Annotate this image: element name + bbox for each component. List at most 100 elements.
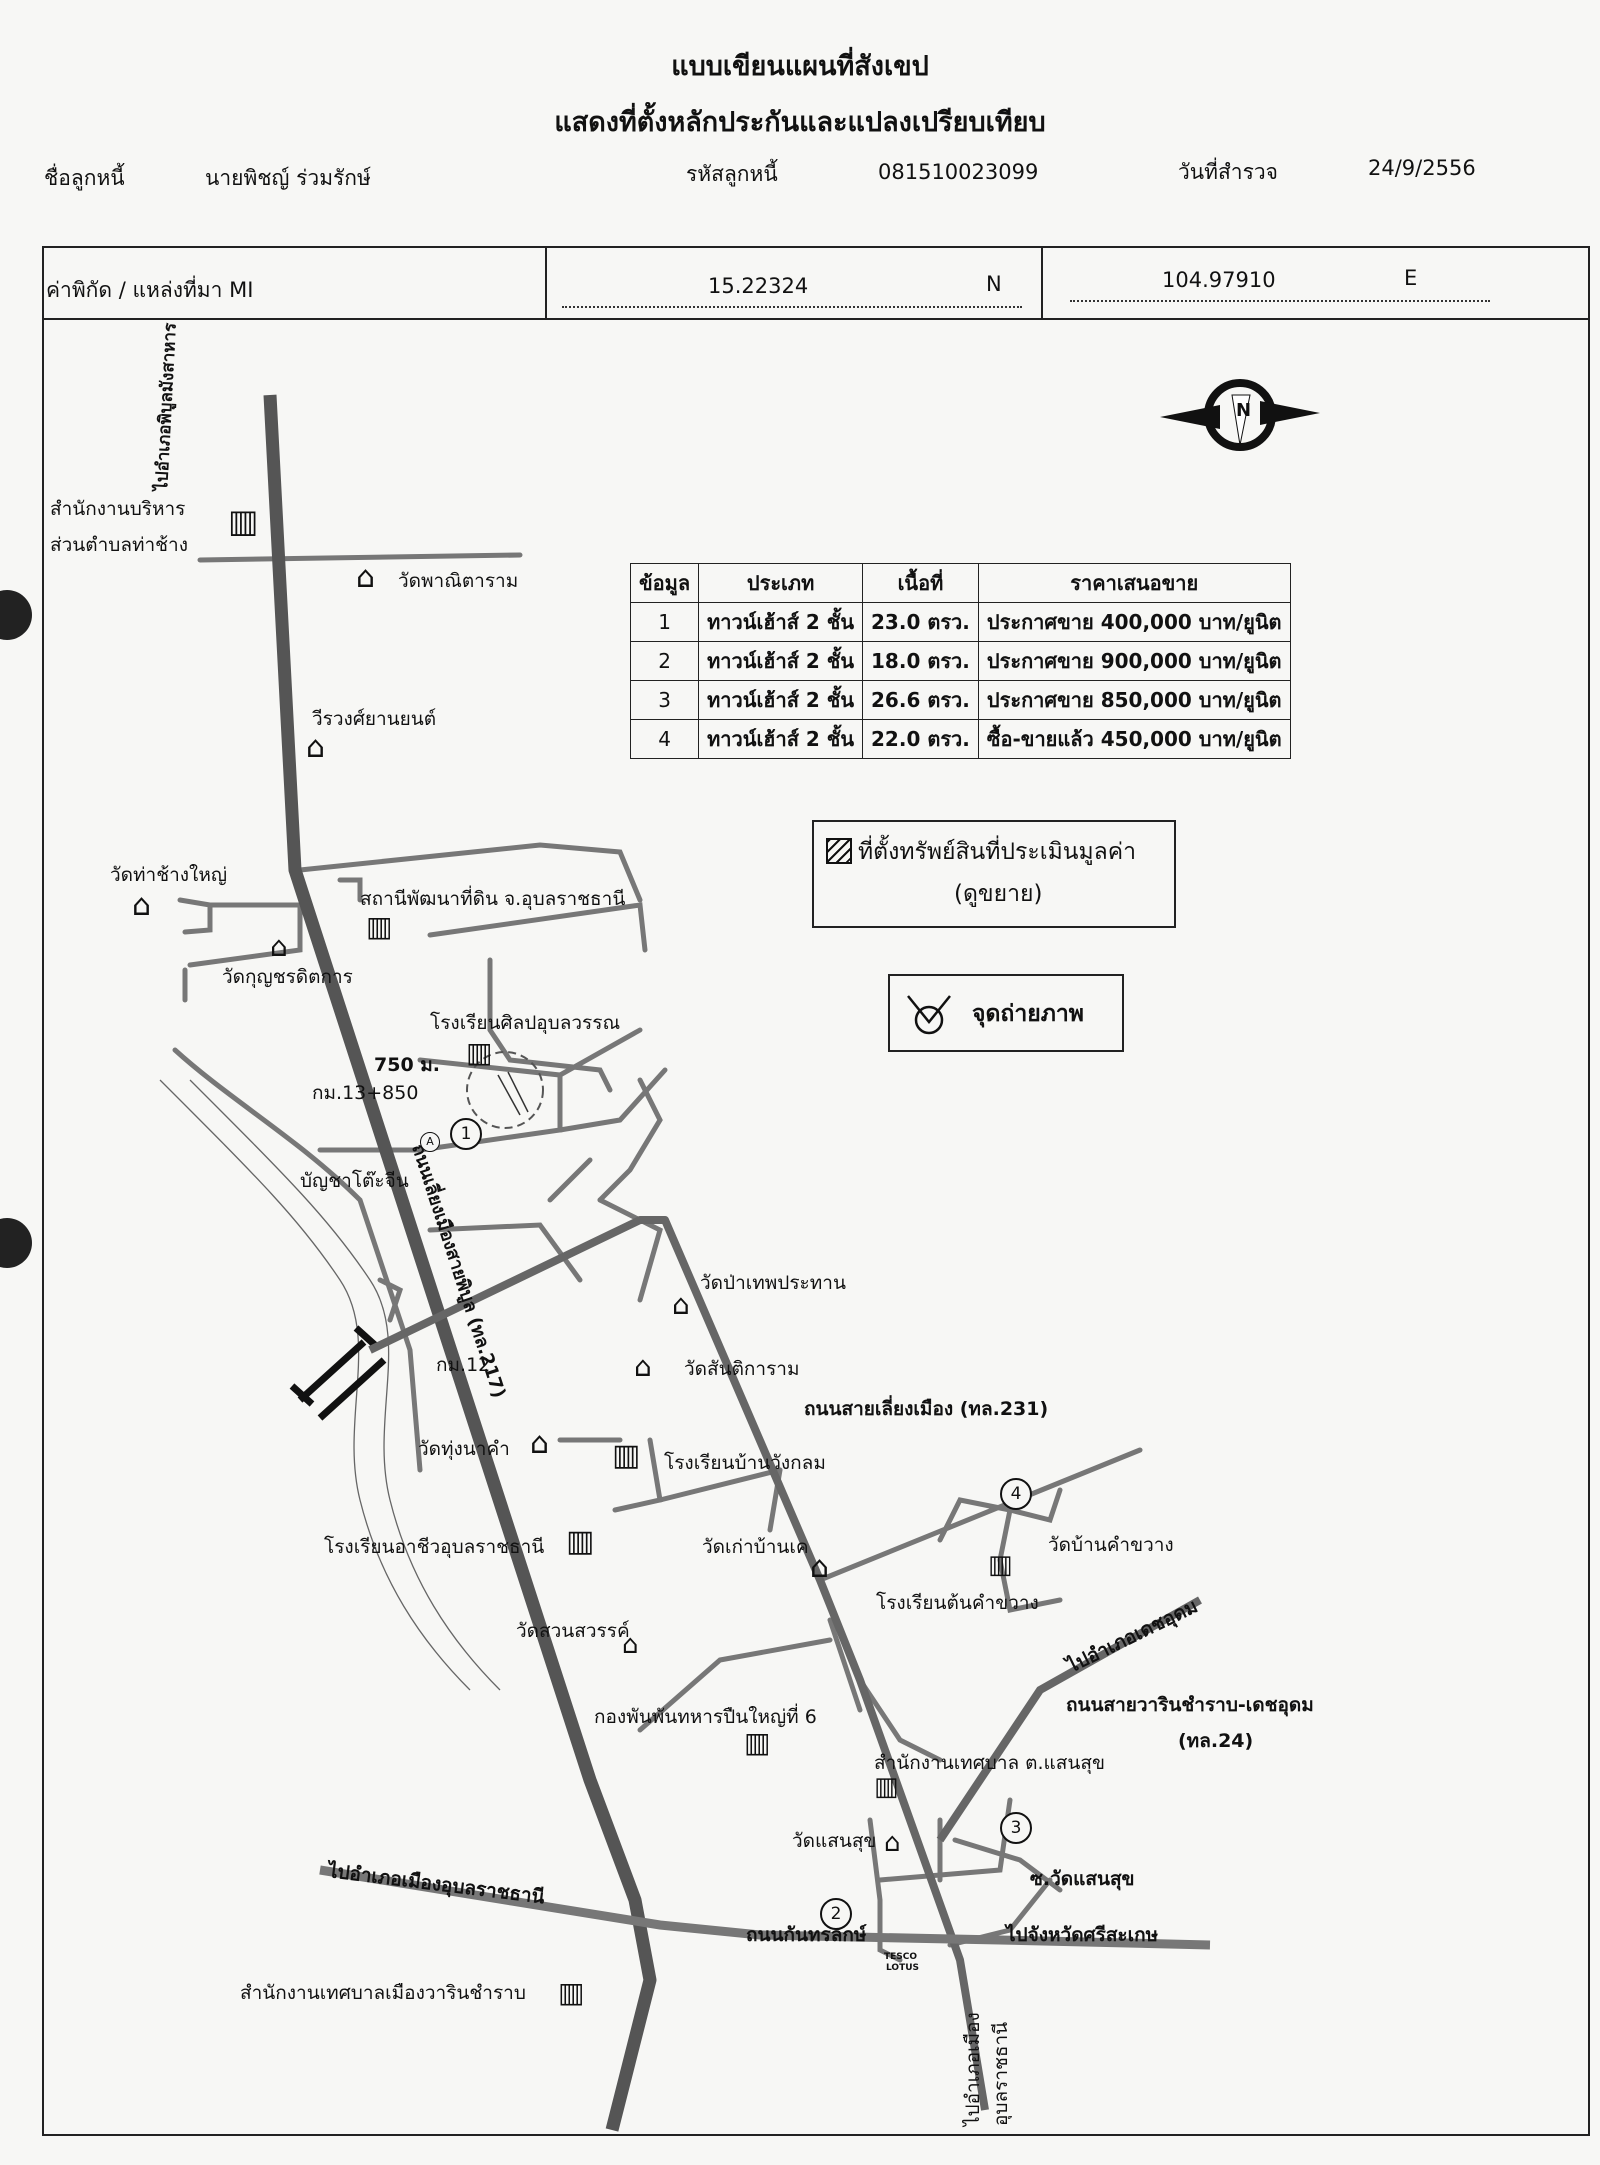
property-parcel — [497, 1071, 529, 1116]
label-banchaa: บัญชาโต๊ะจีน — [300, 1170, 409, 1192]
legend-property-label: ที่ตั้งทรัพย์สินที่ประเมินมูลค่า — [858, 839, 1137, 865]
road-24 — [936, 1596, 1202, 1843]
debtor-code-label: รหัสลูกหนี้ — [686, 162, 778, 186]
school-icon: ▥ — [988, 1550, 1013, 1580]
label-wat-kao-ban-khae: วัดเก่าบ้านเค — [702, 1536, 809, 1558]
school-icon: ▥ — [566, 1524, 595, 1559]
label-school-vocational: โรงเรียนอาชีวอุบลราชธานี — [324, 1536, 545, 1558]
label-dist-750: 750 ม. — [374, 1054, 441, 1076]
col-header-data: ข้อมูล — [629, 563, 700, 603]
label-wat-saensuk: วัดแสนสุข — [792, 1830, 877, 1852]
label-weerawong: วีรวงศ์ยานยนต์ — [312, 708, 437, 730]
label-km-13: กม.13+850 — [312, 1082, 419, 1104]
label-wat-tha-chang-yai: วัดท่าช้างใหญ่ — [110, 864, 228, 886]
map-frame — [42, 246, 1590, 2136]
label-school-ban-wang: โรงเรียนบ้านวังกลม — [664, 1452, 826, 1474]
temple-icon: ⌂ — [810, 1550, 830, 1585]
label-land-dev-station: สถานีพัฒนาที่ดิน จ.อุบลราชธานี — [360, 888, 626, 910]
label-road-24: (ทล.24) — [1178, 1730, 1254, 1752]
marker-3: 3 — [1000, 1812, 1032, 1844]
label-soi-wat-saensuk: ซ.วัดแสนสุข — [1030, 1868, 1135, 1890]
legend-photo-label: จุดถ่ายภาพ — [972, 1001, 1084, 1027]
label-wat-suan-sawan: วัดสวนสวรรค์ — [516, 1620, 630, 1642]
table-row: 3 ทาวน์เฮ้าส์ 2 ชั้น 26.6 ตรว. ประกาศขาย… — [629, 680, 1291, 720]
label-wat-kunchorn: วัดกุญชรดิตการ — [222, 966, 353, 988]
label-wat-thung-na-kham: วัดทุ่งนาคำ — [418, 1438, 510, 1460]
temple-icon: ⌂ — [884, 1828, 901, 1858]
compass-rose-icon — [1160, 379, 1320, 451]
school-icon: ▥ — [612, 1438, 641, 1473]
label-wat-phanitaram: วัดพาณิตาราม — [398, 570, 519, 592]
compass-north-label: N — [1236, 400, 1252, 421]
longitude-direction: E — [1404, 266, 1418, 290]
survey-date-label: วันที่สำรวจ — [1178, 160, 1278, 184]
latitude-direction: N — [986, 272, 1002, 296]
minor-roads — [172, 552, 1143, 1963]
col-header-price: ราคาเสนอขาย — [977, 563, 1291, 603]
temple-icon: ⌂ — [672, 1288, 690, 1321]
label-km-12: กม.12 — [436, 1354, 491, 1376]
label-wat-santi: วัดสันติการาม — [684, 1358, 800, 1380]
label-road-south-1: ไปอำเภอเมือง — [962, 2012, 984, 2126]
label-wat-pa-thep: วัดป่าเทพประทาน — [700, 1272, 846, 1294]
label-lotus: LOTUS — [886, 1963, 919, 1973]
marker-4: 4 — [1000, 1478, 1032, 1510]
label-school-sinlapa: โรงเรียนศิลปอุบลวรรณ — [430, 1012, 621, 1034]
label-army-battalion: กองพันพันทหารปืนใหญ่ที่ 6 — [594, 1706, 817, 1728]
page-subtitle: แสดงที่ตั้งหลักประกันและแปลงเปรียบเทียบ — [554, 107, 1046, 138]
marker-a: A — [420, 1132, 440, 1152]
coordinate-label: ค่าพิกัด / แหล่งที่มา MI — [46, 278, 254, 302]
survey-date: 24/9/2556 — [1368, 156, 1476, 180]
debtor-code: 081510023099 — [878, 160, 1039, 184]
highway-231 — [368, 1216, 989, 2111]
table-row: 4 ทาวน์เฮ้าส์ 2 ชั้น 22.0 ตรว. ซื้อ-ขายแ… — [629, 719, 1291, 759]
road-kanthalak — [319, 1865, 1211, 1950]
building-icon: ▥ — [558, 1976, 585, 2009]
label-road-south-2: อุบลราชธานี — [990, 2021, 1012, 2126]
river-lines — [159, 1079, 501, 1691]
legend-property-box: ที่ตั้งทรัพย์สินที่ประเมินมูลค่า (ดูขยาย… — [812, 820, 1176, 928]
hatched-parcel-icon — [826, 838, 852, 864]
coordinate-row: ค่าพิกัด / แหล่งที่มา MI 15.22324 N 104.… — [42, 246, 1590, 320]
legend-photo-box: จุดถ่ายภาพ — [888, 974, 1124, 1052]
building-icon: ▥ — [874, 1772, 899, 1802]
label-admin-office-1: สำนักงานบริหาร — [50, 498, 186, 520]
temple-icon: ⌂ — [622, 1630, 639, 1660]
label-warin-municipal: สำนักงานเทศบาลเมืองวารินชำราบ — [240, 1982, 526, 2004]
building-icon: ▥ — [744, 1726, 771, 1759]
camera-view-icon — [907, 995, 951, 1035]
temple-icon: ⌂ — [132, 888, 152, 923]
highway-217 — [263, 394, 657, 2132]
legend-property-note: (ดูขยาย) — [954, 881, 1043, 907]
temple-icon: ⌂ — [270, 930, 288, 963]
label-admin-office-2: ส่วนตำบลท่าช้าง — [50, 534, 189, 556]
table-row: 2 ทาวน์เฮ้าส์ 2 ชั้น 18.0 ตรว. ประกาศขาย… — [629, 641, 1291, 681]
col-header-type: ประเภท — [698, 563, 864, 603]
garage-icon: ⌂ — [306, 730, 326, 765]
label-municipal-saensuk: สำนักงานเทศบาล ต.แสนสุข — [874, 1752, 1105, 1774]
comparison-table: ข้อมูล ประเภท เนื้อที่ ราคาเสนอขาย 1 ทาว… — [629, 563, 1291, 759]
label-road-sisaket: ไปจังหวัดศรีสะเกษ — [1006, 1924, 1159, 1946]
col-header-area: เนื้อที่ — [862, 563, 979, 603]
longitude-value: 104.97910 — [1162, 268, 1276, 292]
bridge-symbol — [289, 1325, 387, 1421]
temple-icon: ⌂ — [634, 1350, 652, 1383]
page-title: แบบเขียนแผนที่สังเขป — [671, 51, 929, 82]
latitude-value: 15.22324 — [708, 274, 809, 298]
label-bypass-road: ถนนสายเลี่ยงเมือง (ทล.231) — [804, 1398, 1049, 1420]
table-row: 1 ทาวน์เฮ้าส์ 2 ชั้น 23.0 ตรว. ประกาศขาย… — [629, 602, 1291, 642]
label-school-ton-kham: โรงเรียนต้นคำขวาง — [876, 1592, 1039, 1614]
label-road-warin-dech: ถนนสายวารินชำราบ-เดชอุดม — [1066, 1694, 1314, 1716]
temple-icon: ⌂ — [530, 1426, 550, 1461]
label-wat-ban-kham-khwang: วัดบ้านคำขวาง — [1048, 1534, 1174, 1556]
building-icon: ▥ — [228, 502, 259, 540]
marker-2: 2 — [820, 1898, 852, 1930]
building-icon: ▥ — [366, 910, 393, 943]
temple-icon: ⌂ — [356, 560, 376, 595]
school-icon: ▥ — [466, 1036, 493, 1069]
debtor-name: นายพิชญ์ ร่วมรักษ์ — [205, 166, 371, 190]
marker-1: 1 — [450, 1118, 482, 1150]
debtor-name-label: ชื่อลูกหนี้ — [44, 166, 125, 190]
label-road-kanthalak: ถนนกันทรลักษ์ — [746, 1924, 867, 1946]
